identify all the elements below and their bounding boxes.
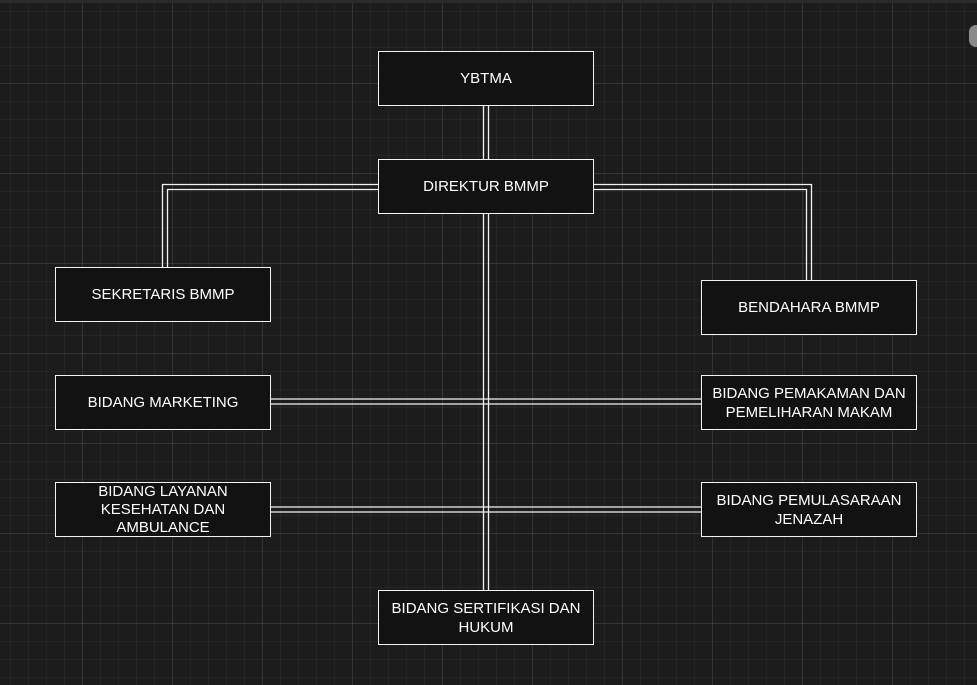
connector-direktur-sekretaris-a bbox=[161, 183, 378, 267]
node-sekretaris-bmmp[interactable]: SEKRETARIS BMMP bbox=[55, 267, 271, 322]
node-bendahara-bmmp[interactable]: BENDAHARA BMMP bbox=[701, 280, 917, 335]
connector-direktur-bendahara-b bbox=[594, 188, 808, 280]
connector-direktur-bendahara-a bbox=[594, 183, 813, 280]
node-bidang-sertifikasi[interactable]: BIDANG SERTIFIKASI DAN HUKUM bbox=[378, 590, 594, 645]
node-bidang-pemulasaraan[interactable]: BIDANG PEMULASARAAN JENAZAH bbox=[701, 482, 917, 537]
scrollbar-handle[interactable] bbox=[969, 25, 977, 47]
node-bidang-layanan-kesehatan[interactable]: BIDANG LAYANAN KESEHATAN DAN AMBULANCE bbox=[55, 482, 271, 537]
node-ybtma[interactable]: YBTMA bbox=[378, 51, 594, 106]
connector-direktur-sekretaris-b bbox=[166, 188, 378, 267]
node-bidang-pemakaman[interactable]: BIDANG PEMAKAMAN DAN PEMELIHARAN MAKAM bbox=[701, 375, 917, 430]
node-bidang-marketing[interactable]: BIDANG MARKETING bbox=[55, 375, 271, 430]
node-direktur-bmmp[interactable]: DIREKTUR BMMP bbox=[378, 159, 594, 214]
